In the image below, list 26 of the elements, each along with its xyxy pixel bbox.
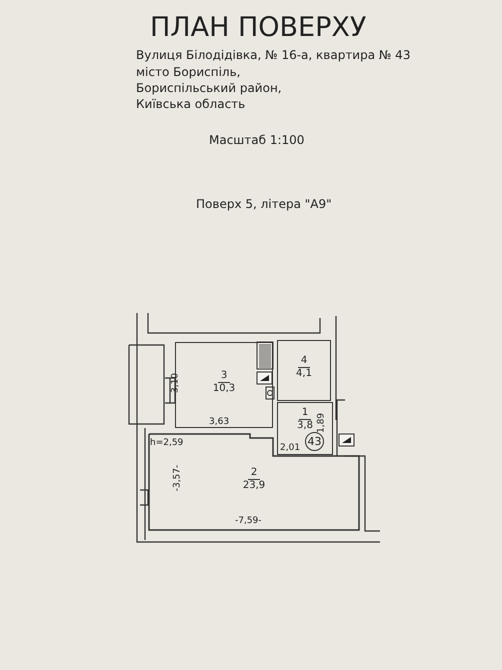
title: ПЛАН ПОВЕРХУ <box>150 12 366 43</box>
address-text: Вулиця Білодідівка, № 16-а, квартира № 43 <box>136 48 410 62</box>
address-text: Київська область <box>136 97 246 111</box>
room-outline <box>148 433 360 531</box>
room-area: 23,9 <box>242 480 266 492</box>
dimension-label: 3,63 <box>209 417 230 428</box>
dimension-label: h=2,59 <box>150 438 184 449</box>
room-number: 2 <box>248 467 260 480</box>
dimension-label: -7,59- <box>235 516 262 527</box>
address-text: Бориспільський район, <box>136 81 282 95</box>
dimension-label: -3,57- <box>172 464 184 492</box>
floor-text: Поверх 5, літера "А9" <box>196 197 332 211</box>
dimension-label: 3,10 <box>170 372 182 394</box>
room-number: 3 <box>218 370 230 383</box>
dimension-label: 1,89 <box>316 412 328 434</box>
room-area: 10,3 <box>212 383 236 395</box>
room-number: 1 <box>298 407 312 420</box>
dimension-label: 2,01 <box>280 443 300 454</box>
apartment-number-circle: 43 <box>305 432 324 451</box>
address-text: місто Бориспіль, <box>136 65 240 79</box>
room-number: 4 <box>298 355 310 368</box>
room-outline <box>277 340 331 401</box>
room-area: 3,8 <box>297 420 313 432</box>
scale-text: Масштаб 1:100 <box>209 133 304 147</box>
room-area: 4,1 <box>296 368 312 380</box>
room-outline <box>277 402 333 455</box>
